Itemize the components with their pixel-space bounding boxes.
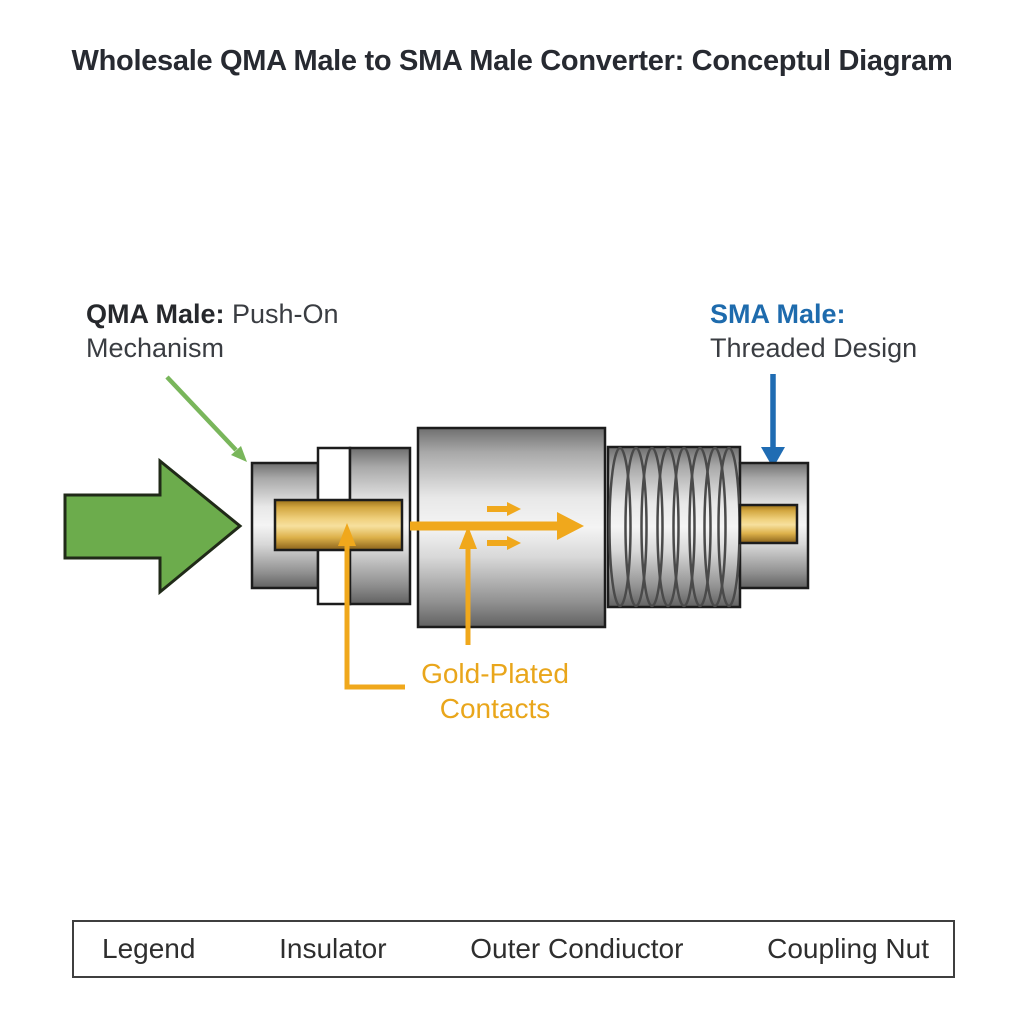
legend-item-coupling-nut: Coupling Nut [767, 933, 929, 964]
signal-path-arrow-icon [410, 512, 584, 540]
gold-contact-pin [273, 498, 404, 552]
sma-male-callout-strong: SMA Male: [710, 299, 846, 329]
qma-callout-arrow-icon [165, 375, 247, 462]
contact-callout-arrow-right-icon [459, 526, 477, 645]
legend-bar: Legend Insulator Outer Condiuctor Coupli… [72, 920, 955, 978]
gold-plated-contacts-label: Gold-Plated Contacts [421, 658, 569, 724]
sma-male-callout: SMA Male: Threaded Design [710, 297, 920, 365]
contact-callout-arrow-left-icon [338, 523, 405, 690]
legend-item-outer-conductor: Outer Condiuctor [470, 933, 684, 964]
flow-arrow-icon [63, 457, 243, 596]
sma-callout-arrow-icon [761, 374, 785, 468]
legend-title: Legend [102, 933, 196, 964]
qma-male-callout-strong: QMA Male: [86, 299, 225, 329]
qma-male-callout: QMA Male: Push-On Mechanism [86, 297, 366, 365]
legend-item-insulator: Insulator [279, 933, 387, 964]
coupling-nut-threads [608, 446, 741, 608]
signal-arrow-small-top-icon [487, 502, 521, 516]
sma-center-pin [738, 503, 799, 545]
qma-male-callout-text: Push-On Mechanism [86, 299, 339, 363]
page-title: Wholesale QMA Male to SMA Male Converter… [71, 45, 953, 78]
sma-male-callout-text: Threaded Design [710, 333, 918, 363]
signal-arrow-small-bottom-icon [487, 536, 521, 550]
